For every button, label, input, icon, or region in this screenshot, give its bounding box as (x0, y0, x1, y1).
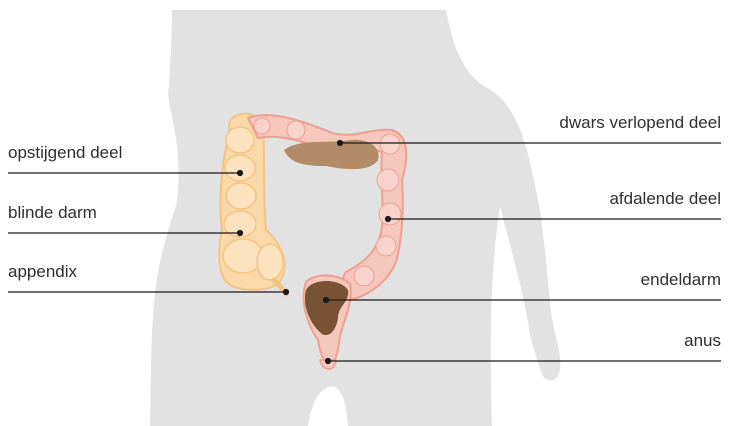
label-transverse-colon: dwars verlopend deel (559, 113, 721, 133)
label-descending-colon: afdalende deel (609, 189, 721, 209)
label-appendix: appendix (8, 262, 77, 282)
label-cecum: blinde darm (8, 203, 97, 223)
body-silhouette (150, 10, 560, 426)
label-anus: anus (684, 331, 721, 351)
label-rectum: endeldarm (641, 270, 721, 290)
label-ascending-colon: opstijgend deel (8, 143, 122, 163)
